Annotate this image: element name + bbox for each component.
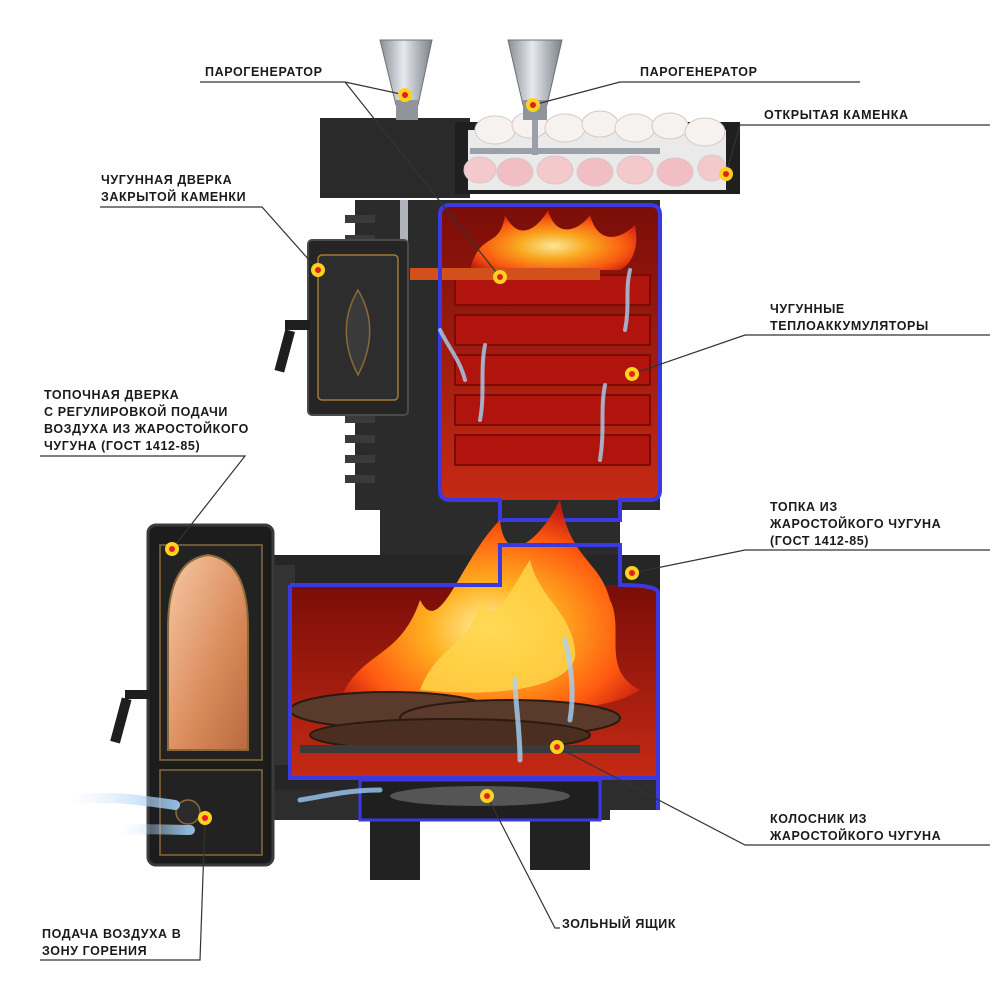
label-line: ЖАРОСТОЙКОГО ЧУГУНА — [770, 829, 942, 843]
label-line: ОТКРЫТАЯ КАМЕНКА — [764, 108, 909, 122]
label-firebox: ТОПКА ИЗ ЖАРОСТОЙКОГО ЧУГУНА (ГОСТ 1412-… — [770, 499, 941, 550]
label-ash-box: ЗОЛЬНЫЙ ЯЩИК — [562, 916, 676, 933]
label-line: С РЕГУЛИРОВКОЙ ПОДАЧИ — [44, 405, 228, 419]
marker-fire-door — [165, 542, 179, 556]
upper-chamber — [410, 203, 662, 522]
firebox-chamber — [288, 500, 660, 822]
label-line: ПАРОГЕНЕРАТОР — [205, 65, 323, 79]
label-line: КОЛОСНИК ИЗ — [770, 812, 868, 826]
air-flow-arrows — [65, 268, 632, 835]
fire-door — [110, 523, 275, 867]
label-line: ЧУГУННАЯ ДВЕРКА — [101, 173, 233, 187]
open-stone-tray — [455, 110, 740, 194]
label-line: ЗОЛЬНЫЙ ЯЩИК — [562, 917, 677, 931]
label-fire-door: ТОПОЧНАЯ ДВЕРКА С РЕГУЛИРОВКОЙ ПОДАЧИ ВО… — [44, 387, 249, 455]
marker-closed-door — [311, 263, 325, 277]
label-grate: КОЛОСНИК ИЗ ЖАРОСТОЙКОГО ЧУГУНА — [770, 811, 941, 845]
marker-ash-box — [480, 789, 494, 803]
marker-open-stones — [719, 167, 733, 181]
label-line: ЗАКРЫТОЙ КАМЕНКИ — [101, 190, 247, 204]
label-steam-generator-right: ПАРОГЕНЕРАТОР — [640, 64, 758, 81]
label-steam-generator-left: ПАРОГЕНЕРАТОР — [205, 64, 323, 81]
label-open-stones: ОТКРЫТАЯ КАМЕНКА — [764, 107, 909, 124]
label-line: ТЕПЛОАККУМУЛЯТОРЫ — [770, 319, 929, 333]
label-line: (ГОСТ 1412-85) — [770, 534, 870, 548]
marker-pipe — [493, 270, 507, 284]
label-line: ТОПКА ИЗ — [770, 500, 838, 514]
leader-lines — [40, 81, 990, 961]
marker-grate — [550, 740, 564, 754]
label-air-supply: ПОДАЧА ВОЗДУХА В ЗОНУ ГОРЕНИЯ — [42, 926, 181, 960]
marker-steam-right — [526, 98, 540, 112]
label-line: ВОЗДУХА ИЗ ЖАРОСТОЙКОГО — [44, 422, 249, 436]
label-heat-accumulators: ЧУГУННЫЕ ТЕПЛОАККУМУЛЯТОРЫ — [770, 301, 929, 335]
closed-stone-door — [274, 239, 409, 416]
label-line: ЗОНУ ГОРЕНИЯ — [42, 944, 148, 958]
label-line: ЖАРОСТОЙКОГО ЧУГУНА — [770, 517, 942, 531]
label-closed-stone-door: ЧУГУННАЯ ДВЕРКА ЗАКРЫТОЙ КАМЕНКИ — [101, 172, 246, 206]
marker-air-supply — [198, 811, 212, 825]
callout-markers — [165, 88, 733, 825]
label-line: ПАРОГЕНЕРАТОР — [640, 65, 758, 79]
marker-steam-left — [398, 88, 412, 102]
marker-accumulators — [625, 367, 639, 381]
label-line: ТОПОЧНАЯ ДВЕРКА — [44, 388, 180, 402]
label-line: ЧУГУННЫЕ — [770, 302, 845, 316]
label-line: ПОДАЧА ВОЗДУХА В — [42, 927, 182, 941]
marker-firebox — [625, 566, 639, 580]
label-line: ЧУГУНА (ГОСТ 1412-85) — [44, 439, 201, 453]
